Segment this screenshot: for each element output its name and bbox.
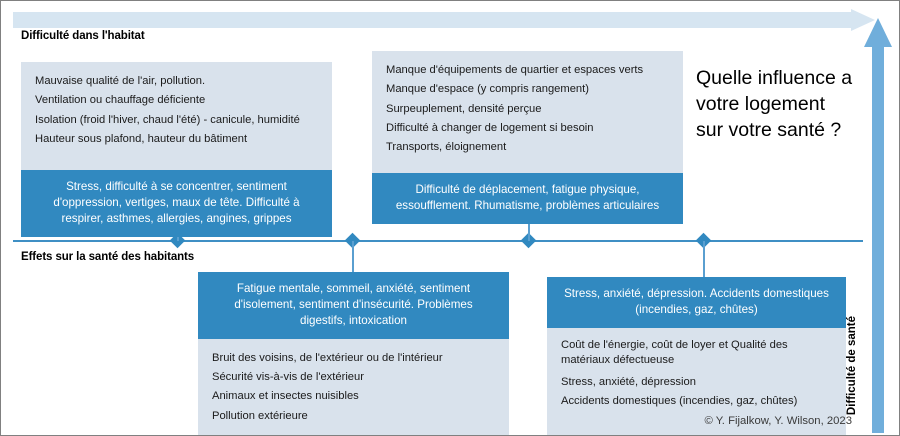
cause-list: Mauvaise qualité de l'air, pollution. Ve… [35, 72, 318, 149]
card-causes: Bruit des voisins, de l'extérieur ou de … [198, 338, 509, 435]
cause-list: Manque d'équipements de quartier et espa… [386, 61, 669, 157]
list-item: Accidents domestiques (incendies, gaz, c… [561, 395, 798, 408]
arrow-up-icon [863, 13, 893, 433]
card-effects: Stress, anxiété, dépression. Accidents d… [547, 277, 846, 328]
cause-list: Coût de l'énergie, coût de loyer et Qual… [561, 338, 832, 412]
list-item: Coût de l'énergie, coût de loyer et Qual… [561, 338, 788, 366]
axis-label-habitat: Difficulté dans l'habitat [21, 30, 145, 42]
list-item: Manque d'équipements de quartier et espa… [386, 64, 644, 76]
card-habitat-air: Mauvaise qualité de l'air, pollution. Ve… [21, 62, 332, 237]
connector-stem-3 [528, 208, 530, 241]
axis-label-health-difficulty: Difficulté de santé [846, 316, 858, 416]
card-habitat-quartier: Manque d'équipements de quartier et espa… [372, 51, 683, 224]
list-item: Difficulté à changer de logement si beso… [386, 121, 594, 134]
list-item: Surpeuplement, densité perçue [386, 102, 542, 115]
card-effects: Difficulté de déplacement, fatigue physi… [372, 173, 683, 224]
cause-list: Bruit des voisins, de l'extérieur ou de … [212, 349, 495, 426]
card-effects: Fatigue mentale, sommeil, anxiété, senti… [198, 272, 509, 339]
arrow-right-icon [13, 9, 875, 31]
card-sante-cout: Stress, anxiété, dépression. Accidents d… [547, 277, 846, 435]
list-item: Hauteur sous plafond, hauteur du bâtimen… [35, 132, 248, 145]
copyright-credit: © Y. Fijalkow, Y. Wilson, 2023 [704, 415, 852, 427]
card-effects: Stress, difficulté à se concentrer, sent… [21, 170, 332, 237]
list-item: Transports, éloignement [386, 141, 507, 154]
list-item: Bruit des voisins, de l'extérieur ou de … [212, 351, 443, 364]
list-item: Animaux et insectes nuisibles [212, 390, 359, 403]
card-sante-bruit: Fatigue mentale, sommeil, anxiété, senti… [198, 272, 509, 435]
list-item: Ventilation ou chauffage déficiente [35, 94, 206, 107]
axis-label-health-effects: Effets sur la santé des habitants [21, 251, 195, 263]
connector-stem-4 [703, 241, 705, 278]
connector-stem-2 [352, 241, 354, 273]
card-causes: Coût de l'énergie, coût de loyer et Qual… [547, 327, 846, 435]
card-causes: Mauvaise qualité de l'air, pollution. Ve… [21, 62, 332, 170]
list-item: Stress, anxiété, dépression [561, 375, 696, 388]
list-item: Sécurité vis-à-vis de l'extérieur [212, 371, 364, 384]
page-title: Quelle influence a votre logement sur vo… [696, 67, 853, 141]
list-item: Pollution extérieure [212, 409, 308, 422]
list-item: Isolation (froid l'hiver, chaud l'été) -… [35, 113, 300, 126]
horizontal-axis [13, 240, 863, 242]
list-item: Mauvaise qualité de l'air, pollution. [35, 75, 206, 87]
card-causes: Manque d'équipements de quartier et espa… [372, 51, 683, 173]
list-item: Manque d'espace (y compris rangement) [386, 83, 589, 96]
